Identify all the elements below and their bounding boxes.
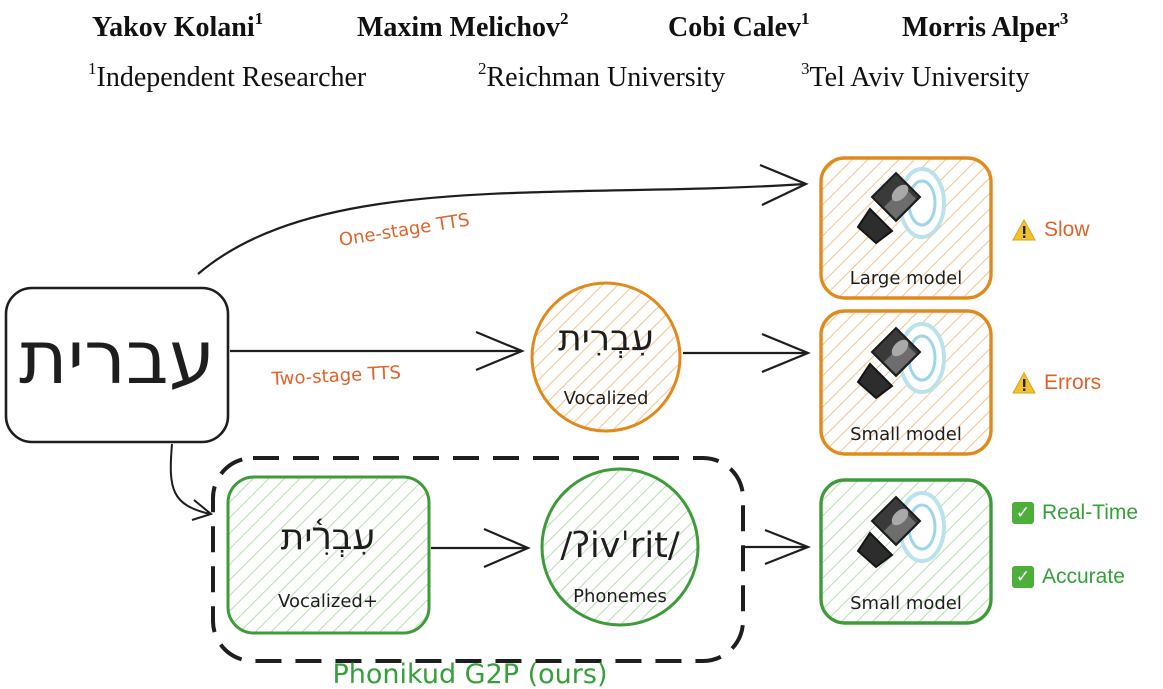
affiliation: 2Reichman University bbox=[478, 59, 726, 93]
large-model-label: Large model bbox=[850, 268, 962, 289]
status-slow: Slow bbox=[1012, 218, 1090, 242]
status-accurate-label: Accurate bbox=[1042, 565, 1125, 588]
vocalized-word: עִבְרִית bbox=[558, 318, 654, 359]
author-name: Morris Alper3 bbox=[902, 9, 1069, 43]
status-realtime-label: Real-Time bbox=[1042, 501, 1139, 524]
arrowhead-icon bbox=[759, 163, 809, 206]
vocalized-plus-word: עִבְרִ֫ית bbox=[281, 517, 376, 558]
status-accurate: ✓ Accurate bbox=[1012, 565, 1125, 589]
status-errors-label: Errors bbox=[1044, 371, 1102, 394]
arrowhead-icon bbox=[475, 330, 525, 372]
checkmark-icon: ✓ bbox=[1012, 502, 1034, 524]
pipeline-caption: Phonikud G2P (ours) bbox=[333, 659, 608, 689]
input-word: עברית bbox=[19, 315, 215, 401]
warning-icon bbox=[1012, 372, 1036, 394]
vocalized-label: Vocalized bbox=[564, 388, 649, 409]
two-stage-label: Two-stage TTS bbox=[270, 362, 401, 390]
phonemes-label: Phonemes bbox=[573, 586, 667, 607]
status-realtime: ✓ Real-Time bbox=[1012, 501, 1138, 525]
affiliation-list: 1Independent Researcher 2Reichman Univer… bbox=[0, 59, 1163, 102]
status-slow-label: Slow bbox=[1044, 218, 1090, 241]
affiliation: 1Independent Researcher bbox=[88, 59, 367, 93]
small-model-label: Small model bbox=[850, 593, 962, 614]
arrowhead-icon bbox=[191, 499, 214, 521]
arrowhead-icon bbox=[764, 528, 811, 566]
vocalized-plus-node bbox=[226, 475, 431, 635]
phonikud-branch-arrow bbox=[169, 443, 211, 515]
vocalized-plus-label: Vocalized+ bbox=[278, 591, 378, 612]
vocalized-node bbox=[530, 281, 682, 433]
checkmark-icon: ✓ bbox=[1012, 566, 1034, 588]
phonikud-pipeline-box bbox=[211, 456, 745, 663]
author-name: Maxim Melichov2 bbox=[357, 9, 569, 43]
status-errors: Errors bbox=[1012, 371, 1101, 395]
arrowhead-icon bbox=[761, 332, 811, 374]
one-stage-arrow bbox=[197, 182, 806, 275]
one-stage-label: One-stage TTS bbox=[337, 210, 471, 251]
author-name: Yakov Kolani1 bbox=[92, 9, 264, 43]
small-model-label: Small model bbox=[850, 424, 962, 445]
warning-icon bbox=[1012, 219, 1036, 241]
author-list: Yakov Kolani1 Maxim Melichov2 Cobi Calev… bbox=[0, 9, 1163, 54]
phonemes-node bbox=[540, 467, 700, 627]
affiliation: 3Tel Aviv University bbox=[801, 59, 1030, 93]
arrowhead-icon bbox=[483, 527, 531, 569]
input-word-box bbox=[4, 286, 230, 444]
author-name: Cobi Calev1 bbox=[668, 9, 810, 43]
phoneme-text: /ʔivˈrit/ bbox=[560, 526, 680, 566]
